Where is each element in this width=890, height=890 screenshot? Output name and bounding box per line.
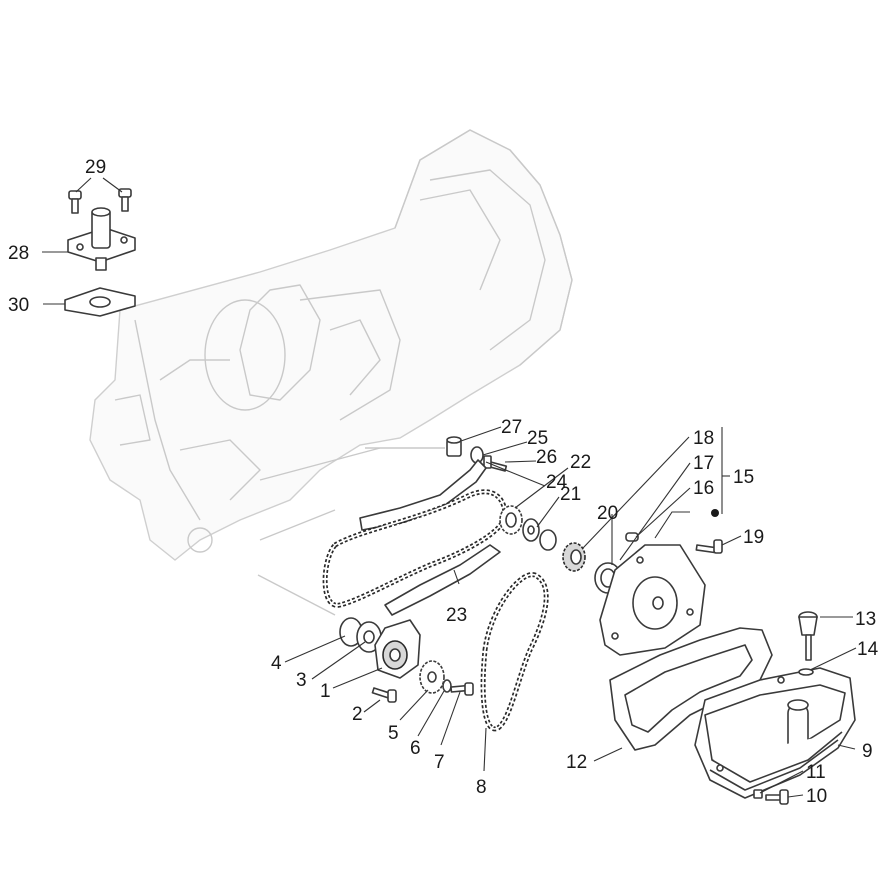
assembly-guides [257, 447, 445, 616]
screw-7 [450, 682, 474, 696]
callout-9: 9 [862, 741, 873, 762]
callout-21: 21 [560, 484, 581, 505]
chain-8 [480, 572, 549, 732]
callout-29: 29 [85, 157, 106, 178]
shaft-gear-18 [562, 542, 586, 572]
drain-screw-10 [765, 789, 789, 805]
screw-19 [695, 539, 723, 554]
callout-4: 4 [271, 653, 282, 674]
callout-12: 12 [566, 752, 587, 773]
oil-sump-9 [694, 667, 856, 799]
callout-6: 6 [410, 738, 421, 759]
oil-pump-1 [374, 619, 421, 679]
chain-tensioner-28 [67, 207, 136, 271]
callout-labels: 29 28 30 27 25 26 22 24 21 20 18 17 16 1… [8, 157, 879, 807]
callout-18: 18 [693, 428, 714, 449]
callout-17: 17 [693, 453, 714, 474]
crankcase-outline [89, 129, 573, 561]
callout-10: 10 [806, 786, 827, 807]
callout-5: 5 [388, 723, 399, 744]
callout-19: 19 [743, 527, 764, 548]
callout-15: 15 [733, 467, 754, 488]
callout-24: 24 [546, 472, 568, 493]
chain-guide-23 [384, 544, 501, 616]
leader-lines [42, 177, 857, 798]
o-ring-14 [798, 668, 814, 676]
bushing-27 [446, 436, 462, 457]
callout-28: 28 [8, 243, 29, 264]
dipstick-13 [798, 611, 818, 661]
pump-sprocket-5 [419, 660, 445, 694]
callout-8: 8 [476, 777, 487, 798]
callout-14: 14 [857, 639, 879, 660]
drain-washer-11 [753, 789, 763, 799]
callout-25: 25 [527, 428, 548, 449]
sprocket-22 [499, 505, 523, 535]
callout-11: 11 [806, 762, 826, 783]
screw-2 [371, 687, 397, 703]
callout-7: 7 [434, 752, 445, 773]
group-15-bullet [711, 509, 719, 517]
washer-21 [522, 518, 557, 551]
callout-3: 3 [296, 670, 307, 691]
callout-22: 22 [570, 452, 591, 473]
callout-20: 20 [597, 503, 618, 524]
bolt-29a [68, 190, 82, 214]
callout-13: 13 [855, 609, 876, 630]
chain-upper [322, 489, 508, 608]
callout-26: 26 [536, 447, 557, 468]
callout-27: 27 [501, 417, 522, 438]
callout-23: 23 [446, 605, 467, 626]
washer-6 [442, 679, 452, 693]
callout-30: 30 [8, 295, 29, 316]
callout-1: 1 [320, 681, 331, 702]
callout-2: 2 [352, 704, 363, 725]
gasket-30 [64, 287, 136, 317]
bolt-29b [118, 188, 132, 212]
pump-cover-17 [599, 544, 706, 656]
callout-16: 16 [693, 478, 714, 499]
